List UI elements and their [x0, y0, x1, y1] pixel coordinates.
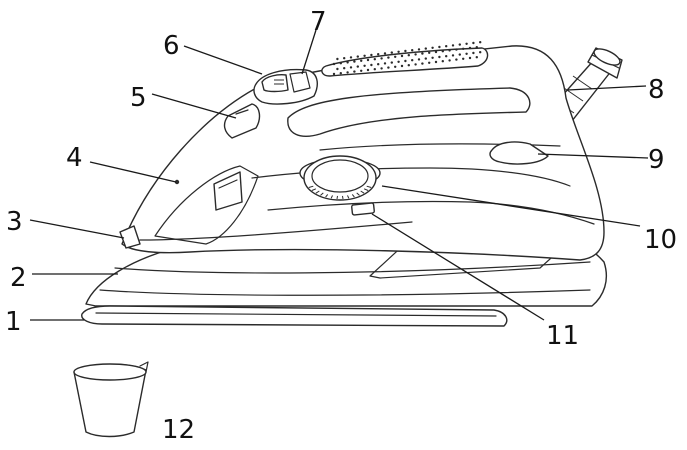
callout-11: 11	[546, 321, 579, 351]
leader-8	[567, 85, 647, 91]
nose-details	[119, 179, 180, 249]
leader-7	[301, 29, 317, 75]
soleplate	[81, 305, 508, 327]
callout-4: 4	[66, 143, 83, 173]
leader-10	[381, 185, 641, 227]
callout-10: 10	[644, 225, 677, 255]
self-clean-button	[351, 202, 375, 216]
callout-9: 9	[648, 145, 665, 175]
leader-5	[151, 93, 237, 119]
steam-control	[223, 103, 261, 139]
callout-8: 8	[648, 75, 665, 105]
leader-11	[371, 213, 545, 321]
callout-5: 5	[130, 83, 147, 113]
callout-2: 2	[10, 263, 27, 293]
top-buttons	[253, 68, 318, 105]
leader-9	[537, 153, 649, 159]
callout-7: 7	[310, 7, 327, 37]
callout-3: 3	[6, 207, 23, 237]
measuring-cup	[73, 361, 149, 438]
steam-vents	[321, 41, 489, 77]
leader-3	[29, 219, 125, 239]
callout-6: 6	[163, 31, 180, 61]
temperature-dial	[299, 155, 381, 201]
indicator-light	[489, 141, 549, 165]
iron-body	[85, 45, 608, 307]
callout-12: 12	[162, 415, 195, 445]
callout-1: 1	[5, 307, 22, 337]
callout-labels: 1 2 3 4 5 6 7 8 9 10 11 12	[5, 7, 677, 445]
leader-6	[183, 45, 263, 75]
leader-4	[89, 161, 177, 183]
leader-lines	[29, 29, 649, 321]
